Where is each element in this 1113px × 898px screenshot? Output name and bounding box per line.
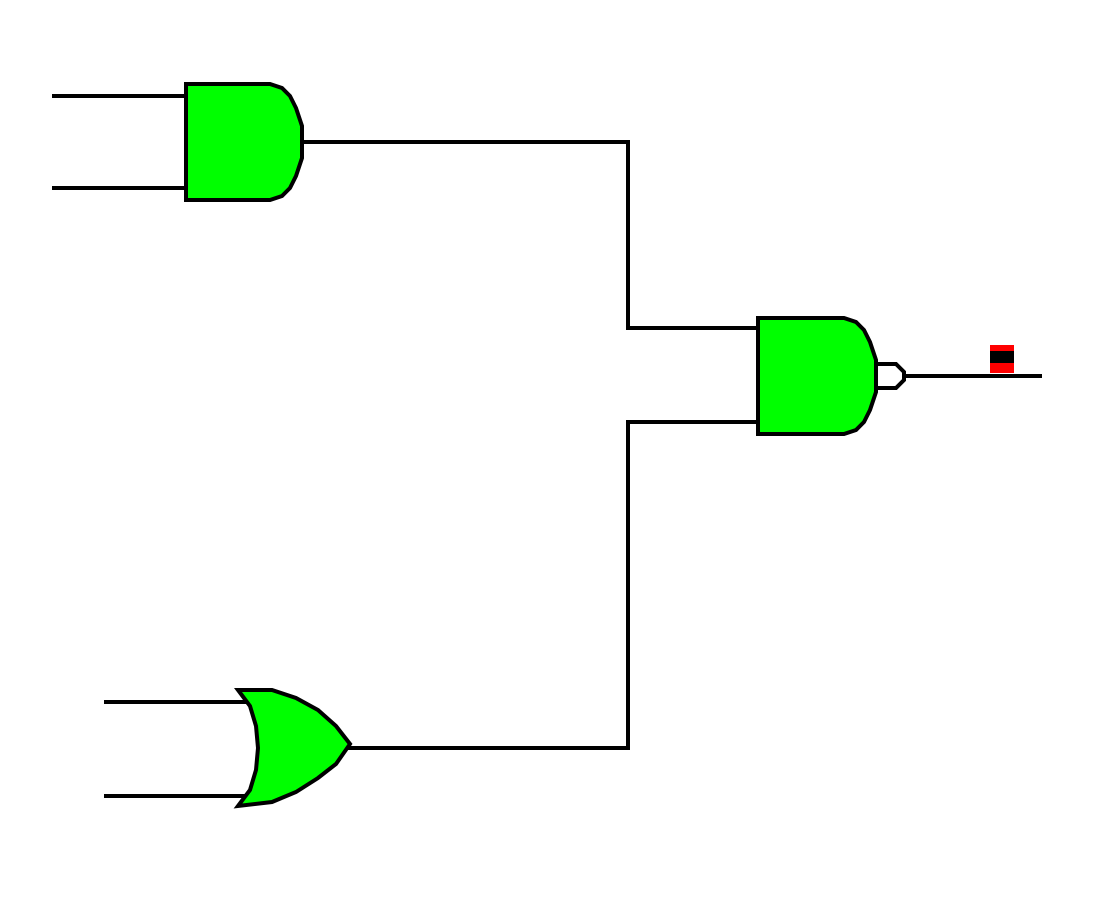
nand-inversion-bubble: [874, 362, 906, 390]
nand-gate: [756, 316, 878, 436]
output-indicator-middle: [990, 351, 1014, 363]
or-to-nand-wire: [348, 420, 760, 750]
output-indicator: [990, 345, 1014, 373]
output-indicator-bottom: [990, 363, 1014, 373]
output-indicator-top: [990, 345, 1014, 351]
or-gate: [233, 688, 353, 809]
and-gate: [184, 82, 304, 202]
and-to-nand-wire: [300, 140, 760, 330]
